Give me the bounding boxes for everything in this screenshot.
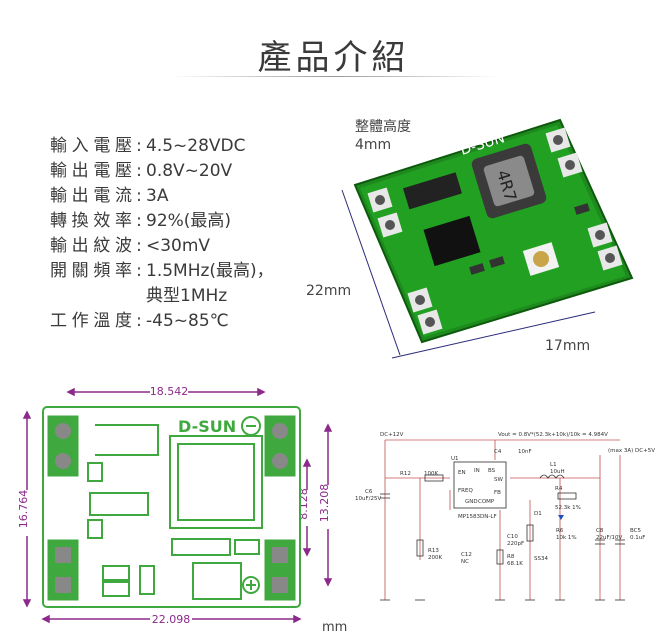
spec-row-output-current: 輸出電流:3A [50, 184, 274, 209]
component-value: 68.1K [507, 561, 523, 567]
title-divider [170, 76, 500, 77]
component-value: 100K [424, 471, 438, 477]
component-ref: D1 [534, 511, 542, 517]
spec-label: 輸入電壓 [50, 136, 132, 156]
height-label: 整體高度 [355, 119, 411, 135]
ic-part: MP1583DN-LF [458, 514, 497, 520]
ic-pin: FREQ [458, 488, 473, 494]
spec-row-switching-frequency: 開關頻率:1.5MHz(最高)， [50, 259, 274, 284]
spec-row-output-voltage: 輸出電壓:0.8V~20V [50, 159, 274, 184]
height-value: 4mm [355, 137, 392, 153]
dim-left: 16.764 [17, 490, 30, 529]
spec-row-input-voltage: 輸入電壓:4.5~28VDC [50, 134, 274, 159]
component-value: 22uF/10V [596, 535, 622, 541]
spec-value: 4.5~28VDC [146, 136, 246, 156]
spec-value-continuation: 典型1MHz [146, 286, 228, 306]
component-ref: R8 [507, 554, 515, 560]
ic-pin: IN [474, 468, 480, 474]
spec-row-continuation: 典型1MHz [50, 284, 274, 309]
component-ref: BC5 [630, 528, 642, 534]
component-value: 10k 1% [556, 535, 577, 541]
schematic-vout: (max 3A) DC+5V [608, 448, 655, 454]
photo-dim-left: 22mm [306, 283, 352, 299]
page-title: 產品介紹 [257, 38, 410, 78]
component-ref: R13 [428, 548, 439, 554]
ic-pin: COMP [478, 499, 495, 505]
spec-value: <30mV [146, 236, 211, 256]
component-value: 10nF [518, 449, 532, 455]
spec-value: 1.5MHz(最高)， [146, 261, 274, 281]
spec-value: 0.8V~20V [146, 161, 233, 181]
component-value: 0.1uF [630, 535, 645, 541]
spec-label: 開關頻率 [50, 261, 132, 281]
spec-label: 輸出紋波 [50, 236, 132, 256]
component-ref: C12 [461, 552, 472, 558]
spec-row-temperature: 工作溫度:-45~85℃ [50, 309, 274, 334]
component-ref: L1 [550, 462, 557, 468]
spec-list: 輸入電壓:4.5~28VDC 輸出電壓:0.8V~20V 輸出電流:3A 轉換效… [50, 134, 274, 334]
dim-right-outer: 13.208 [318, 484, 331, 523]
ic-pin: EN [458, 470, 466, 476]
drawing-brand: D-SUN [178, 417, 236, 436]
component-value: 10uH [550, 469, 565, 475]
schematic-diagram: DC+12V Vout = 0.8V*(52.3k+10k)/10k = 4.9… [355, 432, 655, 601]
component-ref: R12 [400, 471, 411, 477]
component-value: 200K [428, 555, 442, 561]
component-value: NC [461, 559, 469, 565]
component-ref: R6 [556, 528, 564, 534]
component-value: SS34 [534, 556, 548, 562]
pcb-drawing: 18.542 22.098 16.764 8.128 13.208 [17, 384, 335, 626]
component-ref: R4 [555, 486, 563, 492]
ic-ref: U1 [451, 456, 459, 462]
ic-pin: BS [488, 468, 496, 474]
spec-label: 輸出電壓 [50, 161, 132, 181]
schematic-vin: DC+12V [380, 432, 404, 438]
schematic-vout-formula: Vout = 0.8V*(52.3k+10k)/10k = 4.984V [498, 432, 608, 438]
spec-value: 92%(最高) [146, 211, 232, 231]
ic-pin: FB [494, 490, 501, 496]
spec-row-ripple: 輸出紋波:<30mV [50, 234, 274, 259]
component-value: 52.3k 1% [555, 505, 581, 511]
photo-dim-bottom: 17mm [545, 338, 591, 354]
spec-row-efficiency: 轉換效率:92%(最高) [50, 209, 274, 234]
unit-label: mm [322, 620, 348, 635]
component-ref: C6 [365, 489, 373, 495]
ic-pin: SW [494, 477, 503, 483]
spec-value: 3A [146, 186, 169, 206]
component-value: 10uF/25V [355, 496, 381, 502]
ic-pin: GND [465, 499, 478, 505]
dim-bottom: 22.098 [152, 613, 191, 626]
spec-label: 工作溫度 [50, 311, 132, 331]
dim-right-inner: 8.128 [297, 488, 310, 520]
dim-top: 18.542 [150, 385, 189, 398]
spec-label: 輸出電流 [50, 186, 132, 206]
product-photo: 4R7 D-SUN [341, 118, 634, 359]
component-ref: C10 [507, 534, 518, 540]
spec-value: -45~85℃ [146, 311, 229, 331]
component-value: 220pF [507, 541, 524, 547]
component-ref: C8 [596, 528, 604, 534]
spec-label: 轉換效率 [50, 211, 132, 231]
component-ref: C4 [494, 449, 502, 455]
